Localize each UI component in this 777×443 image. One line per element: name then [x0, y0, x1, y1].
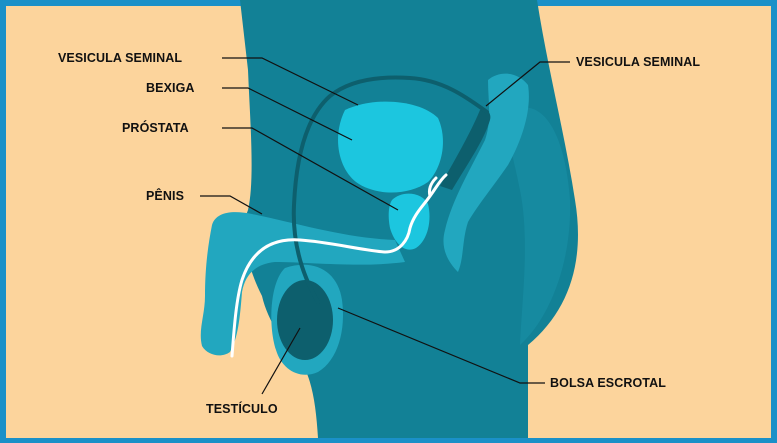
label-testiculo: TESTÍCULO — [206, 402, 278, 416]
label-vesicula-seminal-right: VESICULA SEMINAL — [576, 55, 700, 69]
label-penis: PÊNIS — [146, 189, 184, 203]
label-prostata: PRÓSTATA — [122, 121, 189, 135]
testicle — [277, 280, 333, 360]
bladder — [338, 102, 443, 193]
label-vesicula-seminal-left: VESICULA SEMINAL — [58, 51, 182, 65]
label-bolsa-escrotal: BOLSA ESCROTAL — [550, 376, 666, 390]
label-bexiga: BEXIGA — [146, 81, 195, 95]
